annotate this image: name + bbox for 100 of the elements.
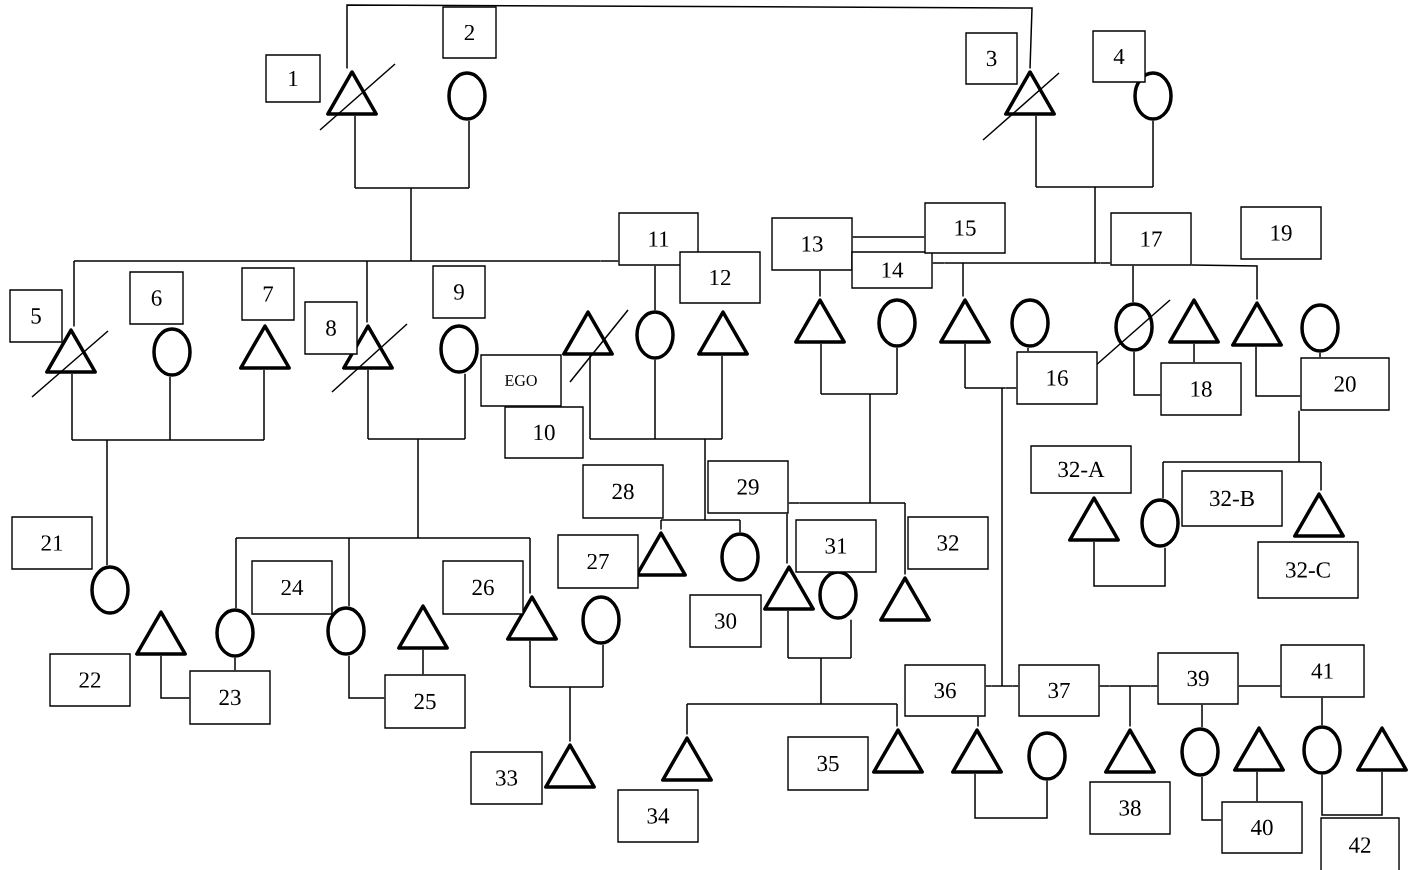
number-box: 9 bbox=[432, 265, 486, 319]
circle-symbol bbox=[1010, 298, 1050, 348]
number-box: 38 bbox=[1089, 781, 1171, 835]
circle-symbol bbox=[439, 324, 479, 374]
number-box: 24 bbox=[251, 560, 333, 615]
triangle-symbol bbox=[1168, 298, 1220, 344]
number-box: 42 bbox=[1320, 817, 1400, 870]
kinship-line bbox=[106, 439, 108, 566]
circle-symbol bbox=[1027, 731, 1067, 781]
kinship-line bbox=[367, 369, 369, 440]
kinship-line bbox=[1004, 387, 1018, 389]
kinship-line bbox=[851, 236, 926, 238]
kinship-line bbox=[569, 686, 571, 743]
number-box: 3 bbox=[965, 32, 1018, 85]
circle-symbol bbox=[326, 606, 366, 656]
number-box: 2 bbox=[442, 6, 497, 59]
triangle-symbol bbox=[872, 728, 924, 774]
kinship-line bbox=[464, 373, 466, 440]
kinship-line bbox=[721, 355, 723, 440]
circle-symbol bbox=[1140, 498, 1180, 548]
kinship-line bbox=[787, 502, 801, 504]
number-box: 26 bbox=[442, 560, 524, 615]
number-box: 39 bbox=[1157, 652, 1239, 705]
number-box: 32 bbox=[907, 516, 989, 570]
circle-symbol bbox=[1302, 725, 1342, 775]
number-box: 18 bbox=[1160, 362, 1242, 416]
kinship-line bbox=[787, 610, 789, 659]
kinship-line bbox=[234, 657, 236, 672]
triangle-symbol bbox=[1068, 496, 1120, 542]
circle-symbol bbox=[635, 310, 675, 360]
kinship-line bbox=[896, 347, 898, 395]
kinship-line bbox=[654, 359, 656, 440]
circle-symbol bbox=[581, 595, 621, 645]
circle-symbol bbox=[215, 608, 255, 658]
number-box: 33 bbox=[470, 751, 543, 805]
kinship-line bbox=[820, 343, 822, 395]
number-box: 8 bbox=[304, 301, 358, 355]
kinship-line bbox=[686, 703, 688, 736]
kinship-line bbox=[1201, 776, 1223, 821]
kinship-line bbox=[931, 262, 946, 264]
kinship-line bbox=[1193, 343, 1195, 364]
kinship-line bbox=[850, 619, 852, 659]
deceased-triangle bbox=[319, 63, 396, 131]
number-box: 4 bbox=[1092, 30, 1146, 83]
kinship-line bbox=[602, 644, 604, 688]
kinship-line bbox=[346, 4, 1033, 70]
kinship-line bbox=[869, 393, 871, 504]
kinship-line bbox=[984, 685, 993, 687]
triangle-symbol bbox=[951, 728, 1003, 774]
number-box: 1 bbox=[265, 54, 321, 103]
kinship-line bbox=[977, 715, 979, 728]
number-box: 5 bbox=[9, 289, 63, 343]
kinship-line bbox=[1098, 685, 1111, 687]
number-box: 40 bbox=[1221, 801, 1303, 854]
number-box: 17 bbox=[1110, 212, 1192, 266]
kinship-line bbox=[1035, 115, 1037, 188]
kinship-line bbox=[896, 703, 898, 728]
deceased-triangle bbox=[982, 70, 1060, 141]
kinship-line bbox=[1129, 685, 1131, 728]
kinship-line bbox=[1133, 351, 1162, 396]
number-box: 13 bbox=[771, 217, 853, 271]
kinship-line bbox=[1011, 685, 1020, 687]
triangle-symbol bbox=[1104, 728, 1156, 774]
kinship-line bbox=[1149, 685, 1159, 687]
number-box: 30 bbox=[689, 594, 762, 648]
kinship-line bbox=[660, 519, 662, 531]
number-box: 14 bbox=[851, 251, 933, 289]
number-box: 25 bbox=[384, 674, 466, 729]
triangle-symbol bbox=[135, 610, 187, 656]
kinship-line bbox=[1099, 262, 1112, 264]
kinship-line bbox=[820, 657, 822, 705]
number-box: 7 bbox=[241, 267, 295, 321]
kinship-line bbox=[354, 115, 356, 189]
kinship-line bbox=[654, 264, 656, 311]
kinship-line bbox=[786, 512, 788, 565]
kinship-line bbox=[366, 260, 368, 324]
kinship-line bbox=[160, 655, 191, 699]
circle-symbol bbox=[1180, 727, 1220, 777]
number-box: 28 bbox=[582, 464, 664, 519]
kinship-line bbox=[1255, 346, 1302, 397]
kinship-line bbox=[422, 649, 424, 676]
number-box: 16 bbox=[1016, 351, 1098, 405]
number-box: 41 bbox=[1280, 644, 1365, 698]
triangle-symbol bbox=[939, 298, 991, 344]
number-box: EGO bbox=[480, 354, 562, 407]
number-box: 6 bbox=[129, 271, 184, 325]
kinship-line bbox=[1001, 387, 1003, 687]
kinship-line bbox=[964, 343, 966, 389]
kinship-line bbox=[904, 502, 906, 576]
number-box: 34 bbox=[617, 789, 699, 843]
triangle-symbol bbox=[1356, 726, 1408, 772]
kinship-line bbox=[1320, 461, 1322, 492]
number-box: 19 bbox=[1240, 206, 1322, 260]
triangle-symbol bbox=[794, 298, 846, 344]
kinship-line bbox=[417, 438, 419, 539]
kinship-line bbox=[962, 262, 964, 298]
number-box: 11 bbox=[618, 212, 699, 266]
kinship-line bbox=[529, 640, 531, 688]
deceased-triangle bbox=[562, 309, 629, 383]
kinship-line bbox=[1132, 264, 1134, 303]
